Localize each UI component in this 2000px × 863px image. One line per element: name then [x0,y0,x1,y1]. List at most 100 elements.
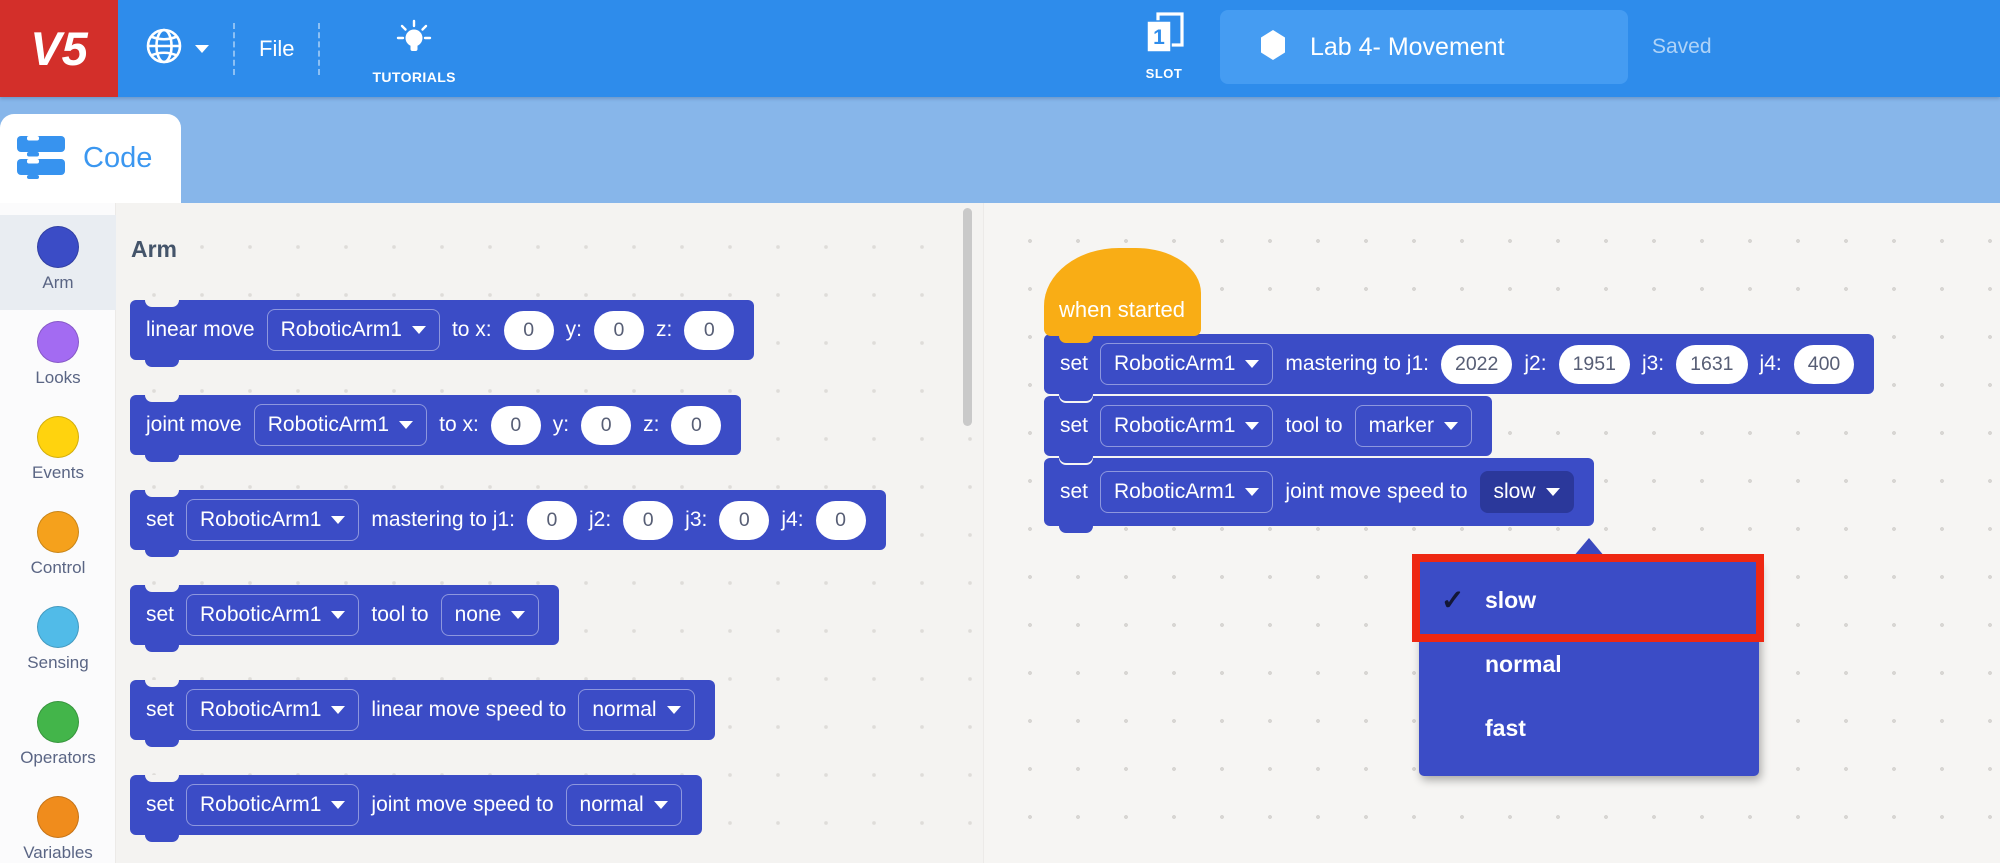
block-text: j3: [685,508,708,531]
roboticarm1-dropdown[interactable]: RoboticArm1 [1100,405,1274,447]
dropdown-pointer-icon [1573,538,1605,557]
dropdown-value: RoboticArm1 [200,603,322,626]
menu-item-fast[interactable]: fast [1419,696,1759,760]
top-header-bar: V5 File [0,0,2000,97]
roboticarm1-dropdown[interactable]: RoboticArm1 [253,404,428,446]
value-input[interactable]: 400 [1793,344,1855,384]
block-text: set [1060,352,1089,375]
marker-dropdown[interactable]: marker [1354,405,1472,447]
value-input[interactable]: 2022 [1440,344,1513,384]
menu-item-label: normal [1485,650,1562,677]
block-text: set [146,508,175,531]
menu-item-normal[interactable]: normal [1419,632,1759,696]
globe-icon [144,26,184,71]
dropdown-value: RoboticArm1 [1114,352,1236,375]
file-menu[interactable]: File [259,35,295,61]
block-text: to x: [451,318,492,341]
value-input[interactable]: 0 [684,310,735,350]
block-text: j4: [781,508,804,531]
palette-scrollbar[interactable] [963,208,972,426]
sidebar-item-operators[interactable]: Operators [0,690,116,785]
workspace-block[interactable]: set RoboticArm1 mastering to j1: 2022 j2: 195… [1044,334,1875,401]
dropdown-value: RoboticArm1 [1114,480,1236,503]
sidebar-item-label: Sensing [27,653,89,672]
dropdown-value: RoboticArm1 [280,318,402,341]
value-input[interactable]: 0 [671,405,722,445]
block-text: j2: [1524,352,1547,375]
value-input[interactable]: 0 [581,405,632,445]
value-input[interactable]: 0 [593,310,644,350]
block-text: tool to [371,603,429,626]
block-text: j2: [588,508,612,531]
when-started-hat-block[interactable]: when started [1044,248,1201,343]
normal-dropdown[interactable]: normal [565,784,682,826]
slot-label: SLOT [1145,66,1183,81]
roboticarm1-dropdown[interactable]: RoboticArm1 [1100,343,1274,385]
sidebar-item-arm[interactable]: Arm [0,215,116,310]
block-text: linear move [146,318,255,341]
block-text: z: [643,413,660,436]
sidebar-item-variables[interactable]: Variables [0,785,116,863]
value-input[interactable]: 0 [815,500,866,540]
sidebar-item-sensing[interactable]: Sensing [0,595,116,690]
caret-down-icon [331,706,346,714]
menu-item-label: fast [1485,714,1526,741]
speed-dropdown-menu: ✓slow normal fast [1419,560,1759,776]
block-text: set [146,603,175,626]
dropdown-value: normal [579,793,644,816]
project-name-button[interactable]: Lab 4- Movement [1220,10,1628,84]
palette-section-title: Arm [131,236,178,262]
tutorials-button[interactable]: TUTORIALS [372,13,456,85]
menu-item-label: slow [1485,586,1537,613]
value-input[interactable]: 0 [503,310,554,350]
sidebar-item-events[interactable]: Events [0,405,116,500]
palette-block[interactable]: set RoboticArm1 tool to none [130,585,560,652]
roboticarm1-dropdown[interactable]: RoboticArm1 [186,689,360,731]
caret-down-icon [1245,360,1260,368]
block-text: y: [565,318,582,341]
lightbulb-icon [393,19,435,66]
value-input[interactable]: 0 [719,500,770,540]
dropdown-value: normal [592,698,657,721]
none-dropdown[interactable]: none [440,594,540,636]
caret-down-icon [653,801,668,809]
block-text: to x: [439,413,479,436]
caret-down-icon [1245,488,1260,496]
slow-dropdown[interactable]: slow [1479,471,1574,513]
slot-button[interactable]: 1 SLOT [1138,11,1190,81]
value-input[interactable]: 1951 [1558,344,1630,384]
value-input[interactable]: 1631 [1676,344,1748,384]
tutorials-label: TUTORIALS [372,68,456,85]
block-text: mastering to j1: [1285,352,1429,375]
language-menu[interactable] [144,26,209,71]
dropdown-value: slow [1493,480,1536,503]
value-input[interactable]: 0 [526,500,577,540]
roboticarm1-dropdown[interactable]: RoboticArm1 [1100,471,1274,513]
menu-item-slow[interactable]: ✓slow [1419,568,1759,632]
tab-code[interactable]: Code [0,114,181,203]
caret-down-icon [1245,422,1260,430]
roboticarm1-dropdown[interactable]: RoboticArm1 [186,784,360,826]
value-input[interactable]: 0 [623,500,674,540]
normal-dropdown[interactable]: normal [578,689,695,731]
roboticarm1-dropdown[interactable]: RoboticArm1 [266,309,440,351]
roboticarm1-dropdown[interactable]: RoboticArm1 [186,594,360,636]
sidebar-item-control[interactable]: Control [0,500,116,595]
caret-down-icon [331,611,346,619]
sidebar-item-label: Looks [35,368,81,387]
sidebar-item-looks[interactable]: Looks [0,310,116,405]
value-input[interactable]: 0 [490,405,541,445]
chevron-down-icon [195,44,209,53]
category-color-dot [37,511,79,553]
roboticarm1-dropdown[interactable]: RoboticArm1 [186,499,360,541]
